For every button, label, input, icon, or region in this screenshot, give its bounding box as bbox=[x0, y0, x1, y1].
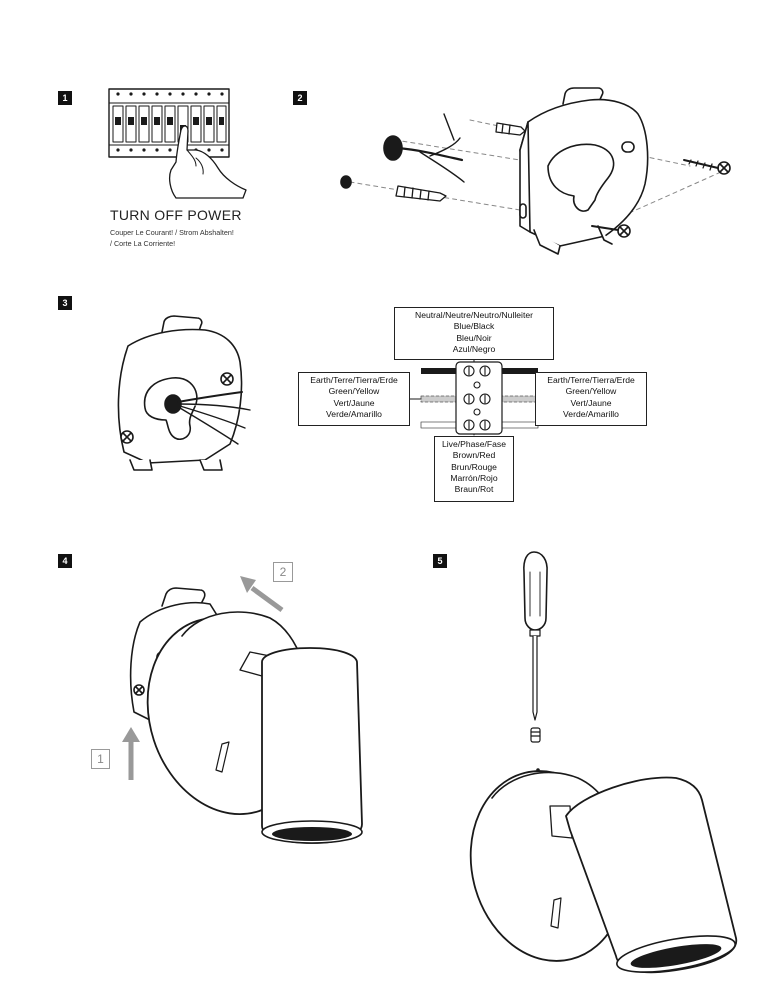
step3-plate bbox=[117, 315, 251, 471]
hand-icon bbox=[169, 125, 247, 199]
screw-icon bbox=[683, 159, 731, 175]
screw-icon bbox=[591, 224, 631, 238]
neutral-line-1: Neutral/Neutre/Neutro/Nulleiter bbox=[415, 310, 533, 320]
earth-left-line-3: Vert/Jaune bbox=[333, 397, 375, 408]
wall-plug-icon bbox=[395, 122, 526, 202]
earth-right-line-3: Vert/Jaune bbox=[570, 397, 612, 408]
step5-fixture bbox=[469, 768, 737, 974]
earth-right-line-2: Green/Yellow bbox=[565, 386, 617, 397]
breaker-icon bbox=[108, 88, 230, 158]
step-2-badge: 2 bbox=[293, 91, 307, 105]
live-wire-label: Live/Phase/Fase Brown/Red Brun/Rouge Mar… bbox=[434, 436, 514, 502]
earth-left-line-1: Earth/Terre/Tierra/Erde bbox=[310, 375, 398, 385]
earth-right-line-1: Earth/Terre/Tierra/Erde bbox=[547, 375, 635, 385]
live-line-4: Marrón/Rojo bbox=[450, 472, 498, 483]
sequence-label-2: 2 bbox=[273, 562, 293, 582]
terminal-block bbox=[399, 359, 557, 436]
earth-right-line-4: Verde/Amarillo bbox=[563, 408, 619, 419]
step4-fixture bbox=[122, 576, 363, 844]
live-line-1: Live/Phase/Fase bbox=[441, 439, 506, 449]
screw-icon bbox=[120, 430, 134, 444]
screwdriver-icon bbox=[523, 551, 548, 721]
step-5-badge: 5 bbox=[433, 554, 447, 568]
live-line-2: Brown/Red bbox=[452, 450, 496, 461]
neutral-line-4: Azul/Negro bbox=[452, 343, 496, 354]
screw-icon bbox=[133, 684, 145, 696]
neutral-line-3: Bleu/Noir bbox=[456, 332, 492, 343]
earth-wire-label-left: Earth/Terre/Tierra/Erde Green/Yellow Ver… bbox=[298, 372, 410, 426]
turn-off-power-title: TURN OFF POWER bbox=[110, 207, 242, 223]
neutral-line-2: Blue/Black bbox=[453, 321, 495, 332]
arrow-diagonal-icon bbox=[250, 585, 284, 613]
earth-wire-label-right: Earth/Terre/Tierra/Erde Green/Yellow Ver… bbox=[535, 372, 647, 426]
neutral-wire-label: Neutral/Neutre/Neutro/Nulleiter Blue/Bla… bbox=[394, 307, 554, 360]
subtitle-line-1: Couper Le Courant! / Strom Abshalten! bbox=[110, 228, 234, 237]
set-screw-icon bbox=[530, 727, 541, 743]
live-line-3: Brun/Rouge bbox=[451, 461, 497, 472]
step-4-badge: 4 bbox=[58, 554, 72, 568]
step-1-badge: 1 bbox=[58, 91, 72, 105]
earth-left-line-4: Verde/Amarillo bbox=[326, 408, 382, 419]
sequence-label-1: 1 bbox=[91, 749, 110, 769]
earth-left-line-2: Green/Yellow bbox=[328, 386, 380, 397]
live-line-5: Braun/Rot bbox=[454, 484, 494, 495]
subtitle-line-2: / Corte La Corriente! bbox=[110, 239, 176, 248]
step-3-badge: 3 bbox=[58, 296, 72, 310]
screw-icon bbox=[220, 372, 234, 386]
step2-exploded-view bbox=[340, 87, 731, 255]
turn-off-power-subtitle: Couper Le Courant! / Strom Abshalten! / … bbox=[110, 227, 280, 249]
